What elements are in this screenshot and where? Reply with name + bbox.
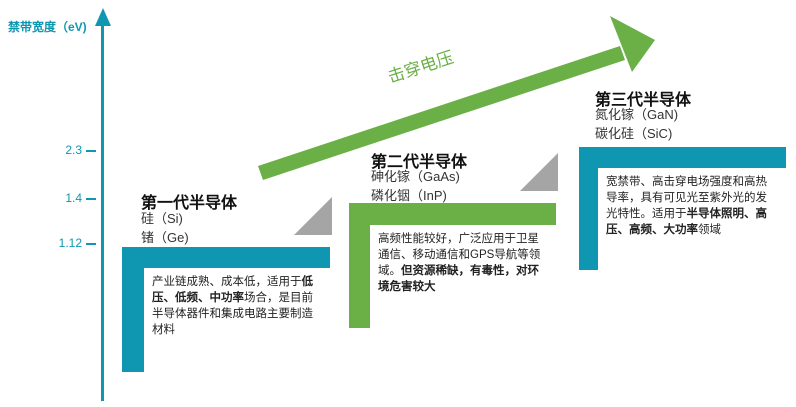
gen3-material-gan: 氮化镓（GaN) <box>595 107 679 122</box>
y-axis-line <box>101 26 104 401</box>
tick-mark-2-3 <box>86 150 96 152</box>
gen2-title: 第二代半导体 <box>371 154 468 171</box>
gen3-title: 第三代半导体 <box>595 92 692 109</box>
tick-mark-1-4 <box>86 198 96 200</box>
gen3-desc-bold: 半导体照明、高压、高频、大功率 <box>606 208 767 236</box>
tick-label-1-12: 1.12 <box>58 236 82 250</box>
gen1-desc-bold: 低压、低频、中功率 <box>152 276 313 304</box>
arrow-shaft <box>258 46 625 180</box>
gen2-desc-text: 高频性能较好，广泛应用于卫星通信、移动通信和GPS导航等领域。 <box>378 233 541 277</box>
gray-triangle-2 <box>520 153 558 191</box>
axis-title: 禁带宽度（eV) <box>8 20 87 34</box>
gen2-material-gaas: 砷化镓（GaAs) <box>371 169 460 184</box>
breakdown-voltage-arrow <box>258 16 655 180</box>
gen1-description: 产业链成熟、成本低，适用于低压、低频、中功率场合，是目前半导体器件和集成电路主要… <box>144 268 330 372</box>
tick-label-2-3: 2.3 <box>65 143 82 157</box>
gray-triangle-1 <box>294 197 332 235</box>
tick-label-1-4: 1.4 <box>65 191 82 205</box>
gen1-material-si: 硅（Si) <box>141 211 183 226</box>
gen2-description: 高频性能较好，广泛应用于卫星通信、移动通信和GPS导航等领域。但资源稀缺，有毒性… <box>370 225 556 328</box>
gen3-desc-text-2: 领域 <box>698 224 721 236</box>
gen1-material-ge: 锗（Ge) <box>141 230 189 245</box>
gen1-desc-text-2: 场合，是目前半导体器件和集成电路主要制造材料 <box>152 292 313 336</box>
gen3-desc-text-1: 宽禁带、高击穿电场强度和高热导率，具有可见光至紫外光的发光特性。适用于 <box>606 176 767 220</box>
axis-arrowhead <box>95 8 111 26</box>
gen3-material-sic: 碳化硅（SiC) <box>595 126 673 141</box>
arrow-head <box>610 16 655 72</box>
gen1-title: 第一代半导体 <box>141 195 238 212</box>
gen1-desc-text-1: 产业链成熟、成本低，适用于 <box>152 276 302 288</box>
gen2-material-inp: 磷化铟（InP) <box>371 188 447 203</box>
gen2-desc-bold: 但资源稀缺，有毒性，对环境危害较大 <box>378 265 539 293</box>
gen3-description: 宽禁带、高击穿电场强度和高热导率，具有可见光至紫外光的发光特性。适用于半导体照明… <box>598 168 786 270</box>
tick-mark-1-12 <box>86 243 96 245</box>
